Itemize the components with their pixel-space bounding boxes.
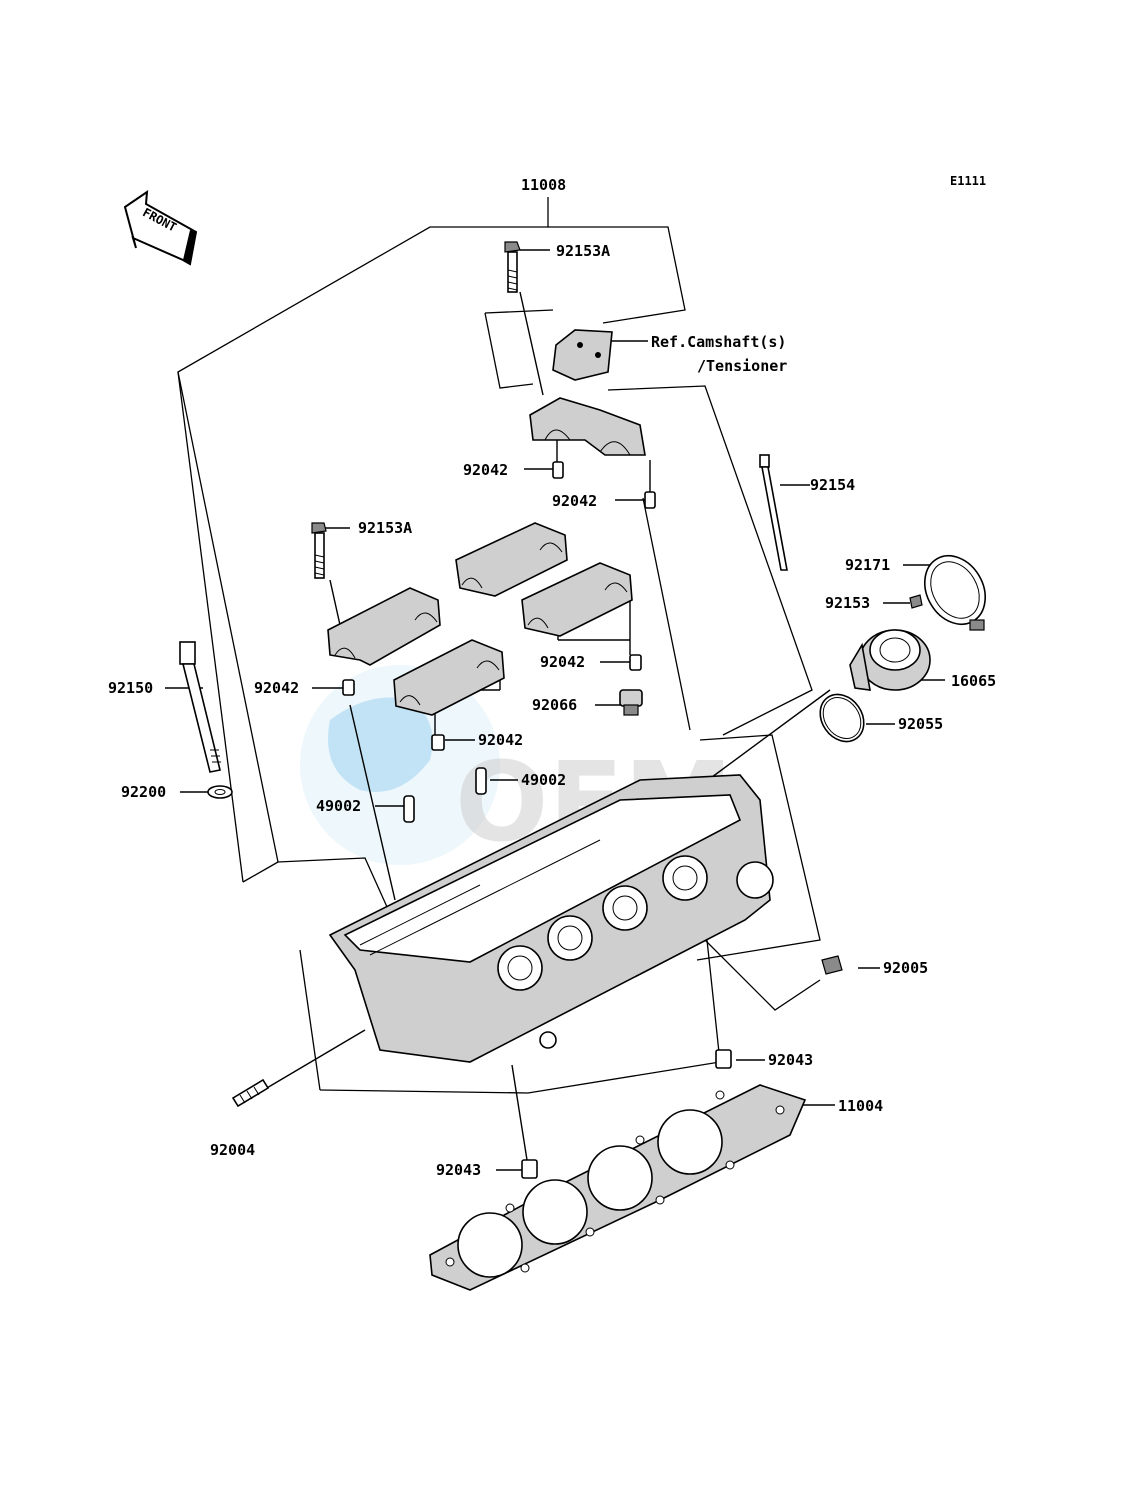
- label-16065: 16065: [951, 672, 996, 690]
- head-gasket: [429, 1084, 807, 1291]
- ring-92171: [924, 555, 986, 631]
- plug-92066: [619, 689, 643, 716]
- reference-label-line1: Ref.Camshaft(s): [651, 333, 786, 351]
- label-49002-left: 49002: [316, 797, 361, 815]
- plug-92005: [821, 955, 843, 975]
- label-92066: 92066: [532, 696, 577, 714]
- dowel-pins: [342, 461, 732, 1179]
- cam-cap-main: [529, 397, 646, 456]
- reference-label-line2: /Tensioner: [697, 357, 787, 375]
- label-92200: 92200: [121, 783, 166, 801]
- cylinder-head: [328, 774, 774, 1063]
- washer-92200: [207, 785, 233, 799]
- bolt-92153A-top: [504, 241, 521, 293]
- label-92171: 92171: [845, 556, 890, 574]
- label-92042-cap1: 92042: [463, 461, 508, 479]
- label-92154: 92154: [810, 476, 855, 494]
- cam-cap-1: [327, 587, 441, 666]
- assembly-frame: [177, 197, 821, 1094]
- bolt-92153: [909, 594, 923, 609]
- label-92153: 92153: [825, 594, 870, 612]
- bolt-92150: [179, 641, 221, 773]
- cam-cap-4: [393, 639, 505, 716]
- cam-cap-3: [521, 562, 633, 637]
- label-92042-left: 92042: [254, 679, 299, 697]
- label-92042-low: 92042: [478, 731, 523, 749]
- label-92055: 92055: [898, 715, 943, 733]
- label-92153A-left: 92153A: [358, 519, 412, 537]
- label-92005: 92005: [883, 959, 928, 977]
- label-92043-right: 92043: [768, 1051, 813, 1069]
- label-92043-left: 92043: [436, 1161, 481, 1179]
- label-11008: 11008: [521, 176, 566, 194]
- bolt-92154: [759, 454, 788, 571]
- bolt-92153A-left: [311, 522, 327, 579]
- diagram-code: E1111: [950, 174, 986, 188]
- camshaft-bracket: [552, 329, 613, 381]
- label-92153A-top: 92153A: [556, 242, 610, 260]
- cam-cap-2: [455, 522, 568, 597]
- label-49002-right: 49002: [521, 771, 566, 789]
- label-92042-cap2: 92042: [552, 492, 597, 510]
- label-92042-mid: 92042: [540, 653, 585, 671]
- oring-92055: [819, 693, 865, 743]
- stud-92004: [231, 1078, 270, 1108]
- label-11004: 11004: [838, 1097, 883, 1115]
- callout-labels: 11008 92153A Ref.Camshaft(s) /Tensioner …: [108, 176, 996, 1179]
- valve-guides: [403, 767, 487, 823]
- label-92150: 92150: [108, 679, 153, 697]
- label-92004: 92004: [210, 1141, 255, 1159]
- head-ports: [497, 855, 708, 991]
- front-arrow-icon: FRONT: [123, 189, 198, 266]
- housing-16065: [849, 629, 931, 691]
